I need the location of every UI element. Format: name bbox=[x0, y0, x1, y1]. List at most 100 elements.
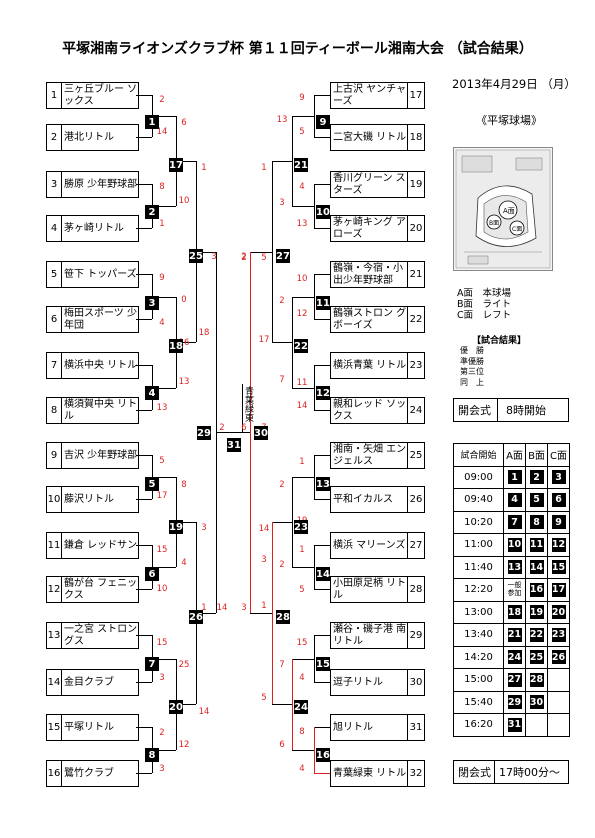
bracket-line bbox=[176, 522, 196, 523]
bracket-line bbox=[314, 365, 315, 410]
scheduled-game-badge: 8 bbox=[529, 515, 544, 530]
schedule-time: 16:20 bbox=[453, 713, 504, 737]
schedule-cell-b: 2 bbox=[525, 465, 548, 489]
score-label: 16 bbox=[178, 338, 190, 348]
scheduled-game-badge: 14 bbox=[529, 560, 544, 575]
team-number: 14 bbox=[46, 669, 62, 696]
bracket-line bbox=[176, 704, 196, 706]
team-number: 3 bbox=[46, 171, 62, 198]
score-label: 9 bbox=[299, 93, 305, 103]
scheduled-game-badge: 19 bbox=[529, 605, 544, 620]
game-number-badge: 30 bbox=[254, 426, 268, 440]
score-label: 6 bbox=[181, 118, 187, 128]
bracket-line bbox=[242, 432, 250, 434]
game-number-badge: 26 bbox=[189, 610, 203, 624]
bracket-line bbox=[314, 274, 315, 319]
result-runner-up: 準優勝 bbox=[460, 357, 484, 366]
scheduled-game-badge: 13 bbox=[507, 560, 522, 575]
bracket-line bbox=[314, 365, 330, 366]
bracket-line bbox=[272, 522, 292, 523]
bracket-line bbox=[314, 95, 315, 137]
scheduled-game-badge: 18 bbox=[507, 605, 522, 620]
team-name: 鎌倉 レッドサン bbox=[62, 532, 139, 559]
schedule-cell-c bbox=[547, 668, 570, 692]
bracket-line bbox=[314, 682, 330, 683]
schedule-cell-b: 19 bbox=[525, 600, 548, 624]
score-label: 15 bbox=[296, 638, 308, 648]
game-number-badge: 17 bbox=[169, 158, 183, 172]
event-date: 2013年4月29日 （月） bbox=[452, 77, 576, 91]
scheduled-game-badge: 31 bbox=[507, 717, 522, 732]
bracket-line bbox=[314, 184, 315, 228]
schedule-cell-c: 9 bbox=[547, 510, 570, 534]
schedule-time: 12:20 bbox=[453, 578, 504, 602]
score-label: 3 bbox=[261, 555, 267, 565]
results-title: 【試合結果】 bbox=[472, 336, 527, 346]
bracket-line bbox=[136, 727, 152, 728]
bracket-line bbox=[136, 773, 152, 774]
bracket-line bbox=[292, 750, 314, 751]
bracket-line bbox=[314, 455, 315, 499]
bracket-line bbox=[242, 384, 243, 433]
game-number-badge: 24 bbox=[294, 700, 308, 714]
team-number: 15 bbox=[46, 714, 62, 741]
team-name: 横浜青葉 リトル bbox=[330, 352, 408, 379]
team-name: 逗子リトル bbox=[330, 669, 408, 696]
team-name: 茅ヶ崎リトル bbox=[62, 215, 139, 242]
score-label: 4 bbox=[299, 182, 305, 192]
team-number: 26 bbox=[408, 486, 425, 513]
game-number-badge: 10 bbox=[316, 205, 330, 219]
bracket-line bbox=[314, 319, 330, 320]
bracket-line bbox=[250, 613, 272, 615]
scheduled-game-badge: 15 bbox=[551, 560, 566, 575]
team-name: 笹下 トッパーズ bbox=[62, 261, 139, 288]
schedule-cell-b: 25 bbox=[525, 645, 548, 669]
team-number: 13 bbox=[46, 622, 62, 649]
map-label-b: B面 bbox=[489, 220, 499, 227]
scheduled-game-badge: 4 bbox=[507, 492, 522, 507]
team-name: 青葉緑東 リトル bbox=[330, 760, 408, 787]
schedule-cell-b: 5 bbox=[525, 488, 548, 512]
bracket-line-winner bbox=[292, 658, 293, 750]
bracket-line bbox=[152, 116, 176, 117]
score-label: 6 bbox=[279, 740, 285, 750]
team-number: 25 bbox=[408, 442, 425, 469]
bracket-line bbox=[136, 635, 152, 636]
scheduled-game-badge: 1 bbox=[507, 470, 522, 485]
score-label: 1 bbox=[299, 545, 305, 555]
team-name: 横須賀中央 リトル bbox=[62, 397, 139, 424]
score-label: 2 bbox=[241, 253, 247, 263]
score-label: 8 bbox=[299, 727, 305, 737]
court-legend-b: B面 ライト bbox=[457, 299, 512, 310]
bracket-line bbox=[292, 296, 293, 388]
score-label: 10 bbox=[178, 196, 190, 206]
team-name: 茅ヶ崎キング アローズ bbox=[330, 215, 408, 242]
scheduled-game-badge: 6 bbox=[551, 492, 566, 507]
bracket-line bbox=[216, 432, 242, 434]
bracket-line bbox=[292, 296, 314, 298]
bracket-line bbox=[152, 658, 176, 660]
game-number-badge: 4 bbox=[145, 386, 159, 400]
bracket-line bbox=[136, 455, 152, 456]
scheduled-game-badge: 29 bbox=[507, 695, 522, 710]
team-number: 2 bbox=[46, 124, 62, 151]
game-number-badge: 13 bbox=[316, 477, 330, 491]
team-number: 17 bbox=[408, 82, 425, 109]
score-label: 13 bbox=[276, 115, 288, 125]
bracket-line bbox=[292, 658, 314, 660]
bracket-line bbox=[152, 477, 176, 478]
score-label: 8 bbox=[181, 480, 187, 490]
